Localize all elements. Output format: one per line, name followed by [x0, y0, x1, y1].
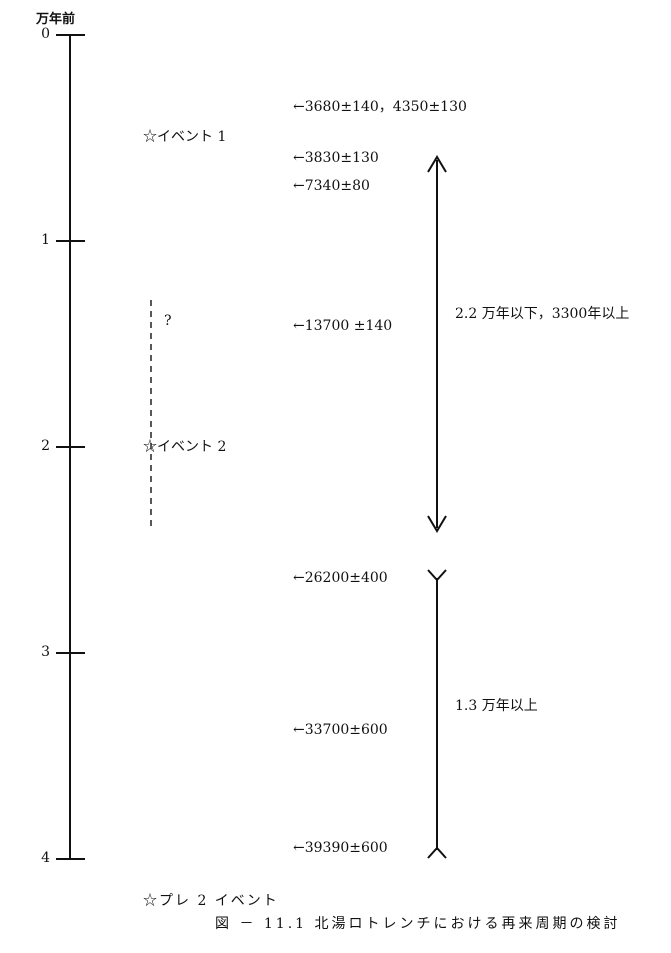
date-label: ←13700 ±140: [293, 318, 393, 334]
arrowhead-up-icon: [427, 155, 447, 173]
date-label: ←3830±130: [293, 150, 379, 166]
pre-2-event-label: ☆プレ 2 イベント: [143, 893, 279, 909]
figure-caption: 図 － 11.1 北湯ロトレンチにおける再来周期の検討: [215, 916, 621, 932]
event-question-mark: ?: [164, 313, 172, 329]
axis-tick-label: 3: [41, 644, 50, 660]
bracket-top-icon: [427, 569, 447, 582]
interval-lower-label: 1.3 万年以上: [455, 698, 538, 714]
bracket-bottom-icon: [427, 846, 447, 859]
date-label: ←39390±600: [293, 840, 388, 856]
date-label: ←33700±600: [293, 722, 388, 738]
date-label: ←3680±140，4350±130: [293, 99, 467, 115]
axis-tick-label: 0: [41, 26, 50, 42]
event-1-label: ☆イベント 1: [143, 129, 227, 145]
axis-tick-label: 4: [41, 850, 50, 866]
interval-upper-label: 2.2 万年以下，3300年以上: [455, 306, 630, 322]
axis-unit-label: 万年前: [36, 12, 76, 27]
arrowhead-down-icon: [427, 515, 447, 533]
date-label: ←7340±80: [293, 178, 370, 194]
axis-tick-label: 2: [41, 438, 50, 454]
event-2-label: ☆イベント 2: [143, 439, 227, 455]
axis-tick-label: 1: [41, 232, 50, 248]
date-label: ←26200±400: [293, 570, 388, 586]
